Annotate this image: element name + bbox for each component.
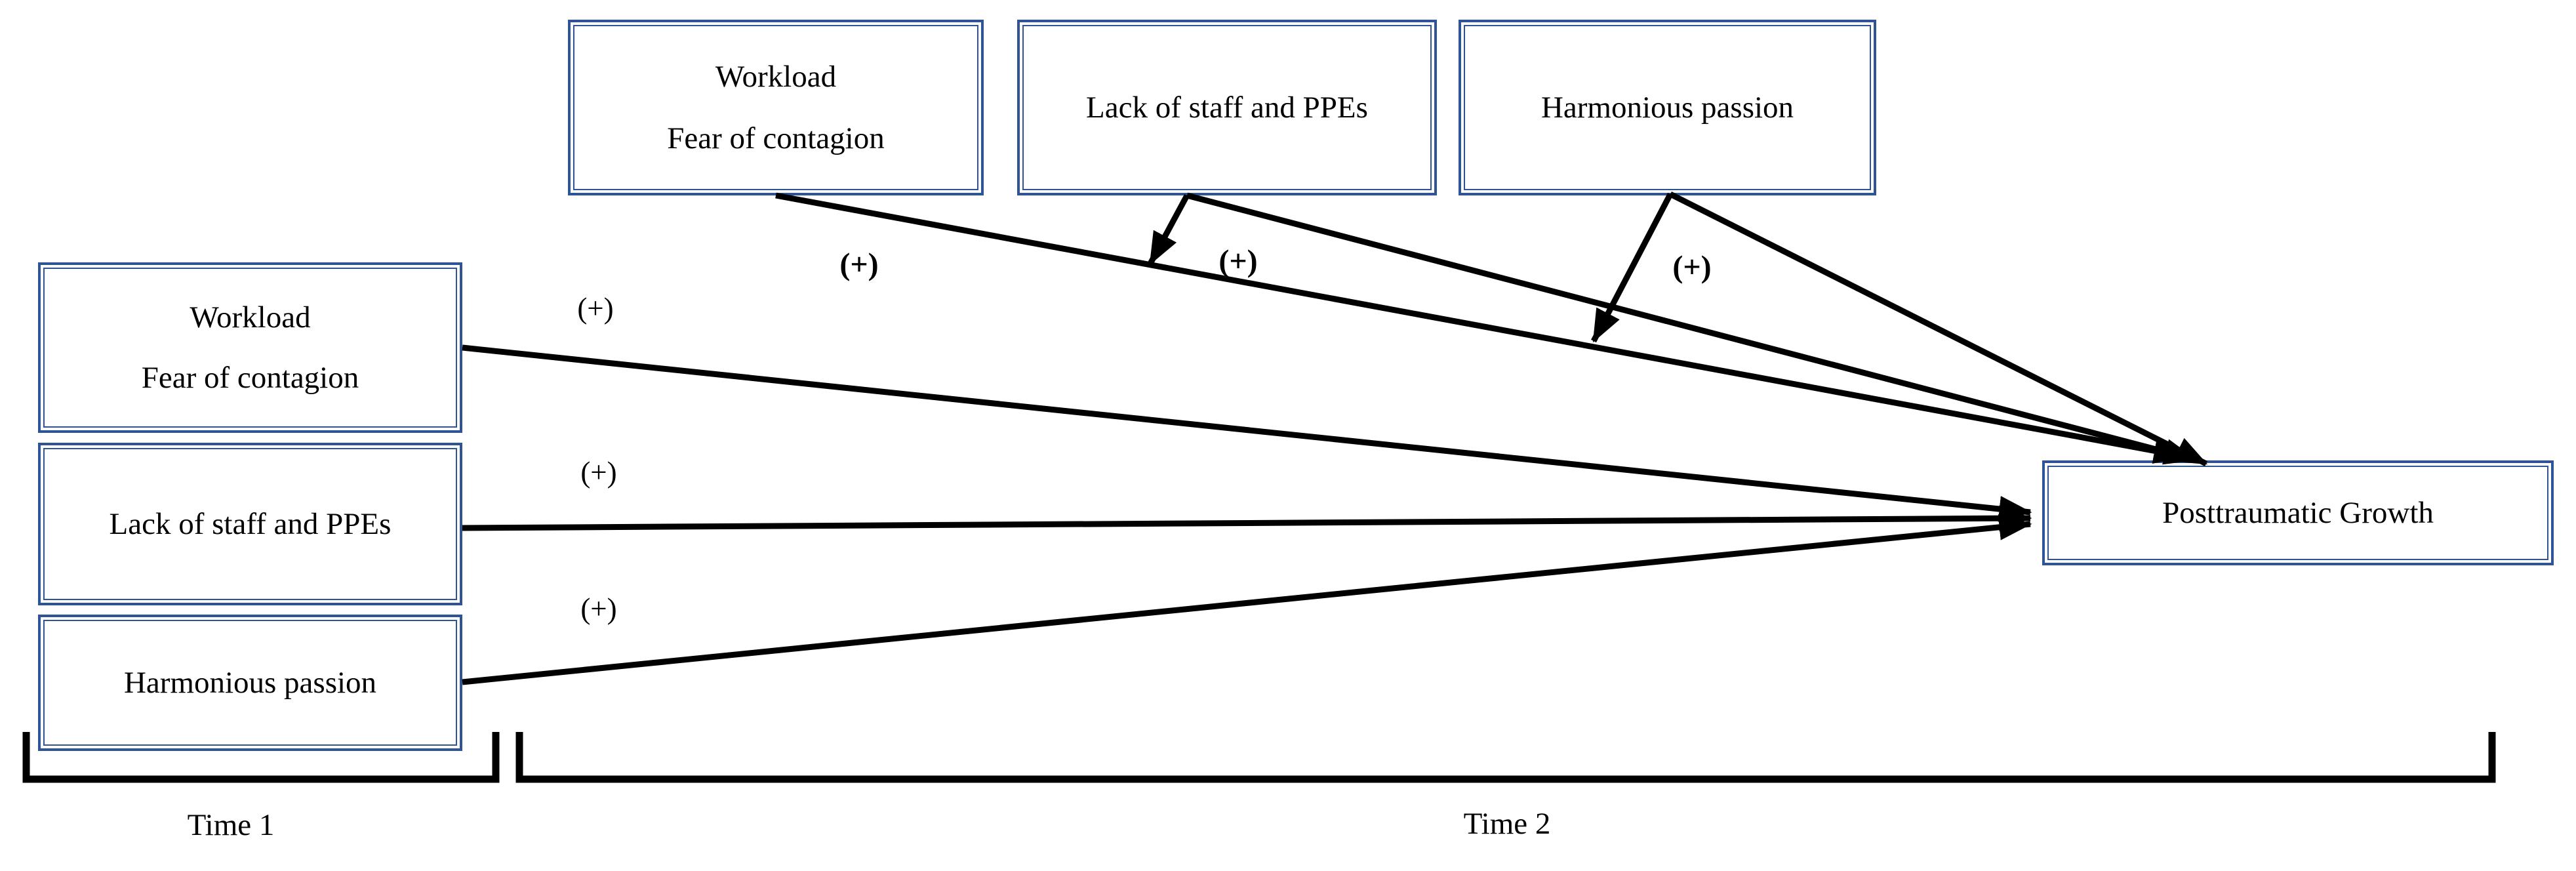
plus-sign-label: (+) [577, 292, 614, 325]
arrow-top-workload-to-outcome [775, 192, 2187, 464]
time2-bracket [515, 732, 2496, 783]
arrow-moderation-harmonious [1591, 192, 1673, 343]
box-text-line: Harmonious passion [1540, 90, 1794, 125]
arrow-moderation-lack-staff [1148, 193, 1190, 266]
box-left-lack-of-staff-and-ppes: Lack of staff and PPEs [38, 443, 462, 605]
time1-bracket [22, 732, 500, 783]
box-text-line: Fear of contagion [667, 121, 885, 155]
box-text-line: Fear of contagion [141, 360, 359, 395]
box-text-line: Workload [190, 300, 311, 335]
arrow-left-workload-to-outcome [462, 344, 2032, 522]
time1-label: Time 1 [187, 808, 275, 842]
arrow-left-lack-staff-to-outcome [462, 505, 2032, 532]
box-top-workload-fear-of-contagion: Workload Fear of contagion [568, 20, 984, 195]
arrow-top-harmonious-to-outcome [1668, 191, 2208, 467]
plus-sign-label: (+) [1218, 243, 1258, 279]
box-posttraumatic-growth: Posttraumatic Growth [2042, 460, 2554, 565]
box-text-line: Posttraumatic Growth [2162, 495, 2434, 530]
box-top-lack-of-staff-and-ppes: Lack of staff and PPEs [1017, 20, 1437, 195]
arrow-top-lack-staff-to-outcome [1186, 192, 2198, 465]
box-top-harmonious-passion: Harmonious passion [1459, 20, 1876, 195]
box-left-harmonious-passion: Harmonious passion [38, 615, 462, 751]
box-text-line: Lack of staff and PPEs [109, 506, 392, 541]
arrow-left-harmonious-to-outcome [462, 514, 2032, 685]
box-text-line: Workload [715, 59, 837, 94]
box-text-line: Harmonious passion [123, 665, 377, 700]
plus-sign-label: (+) [839, 247, 879, 282]
plus-sign-label: (+) [1672, 249, 1712, 285]
box-text-line: Lack of staff and PPEs [1086, 90, 1368, 125]
time2-label: Time 2 [1463, 807, 1551, 841]
box-left-workload-fear-of-contagion: Workload Fear of contagion [38, 262, 462, 433]
plus-sign-label: (+) [580, 592, 617, 625]
plus-sign-label: (+) [580, 456, 617, 489]
